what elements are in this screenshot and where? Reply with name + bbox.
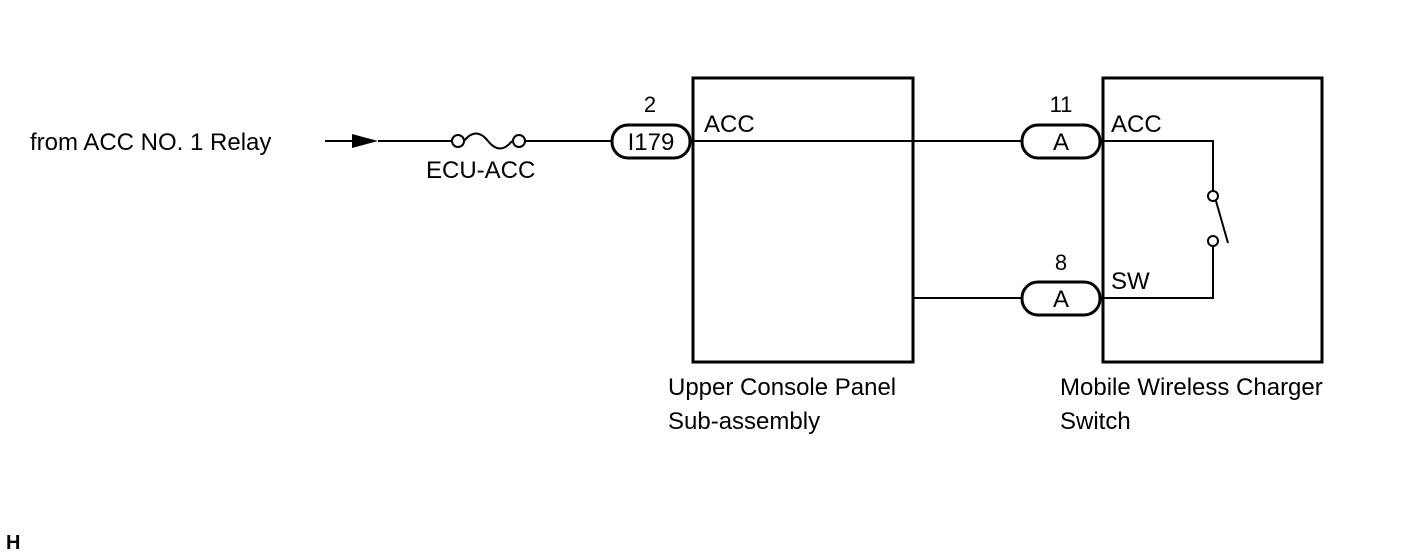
connector-i179-shell [610,123,692,160]
upper-console-acc-terminal: ACC [704,111,755,138]
fuse-symbol [451,132,526,150]
connector-i179-pin: 2 [644,92,656,117]
connector-a-sw-shell [1020,280,1102,317]
connector-a-acc-name: A [1053,129,1069,156]
connector-a-acc-shell [1020,123,1102,160]
connector-a-sw-name: A [1053,286,1069,313]
switch-symbol [1103,140,1229,299]
charger-sw-terminal: SW [1111,268,1150,295]
upper-console-panel-box [691,76,915,364]
upper-console-name-line2: Sub-assembly [668,408,820,435]
charger-switch-box [1101,76,1324,364]
upper-console-name-line1: Upper Console Panel [668,374,896,401]
charger-name-line2: Switch [1060,408,1131,435]
charger-acc-terminal: ACC [1111,111,1162,138]
charger-name-line1: Mobile Wireless Charger [1060,374,1323,401]
connector-a-sw-pin: 8 [1055,250,1067,275]
source-label: from ACC NO. 1 Relay [30,129,271,156]
source-arrow [325,134,378,148]
connector-a-acc-pin: 11 [1050,92,1073,117]
connector-i179-name: I179 [628,129,675,156]
corner-mark: H [6,532,20,554]
fuse-label: ECU-ACC [426,157,535,184]
